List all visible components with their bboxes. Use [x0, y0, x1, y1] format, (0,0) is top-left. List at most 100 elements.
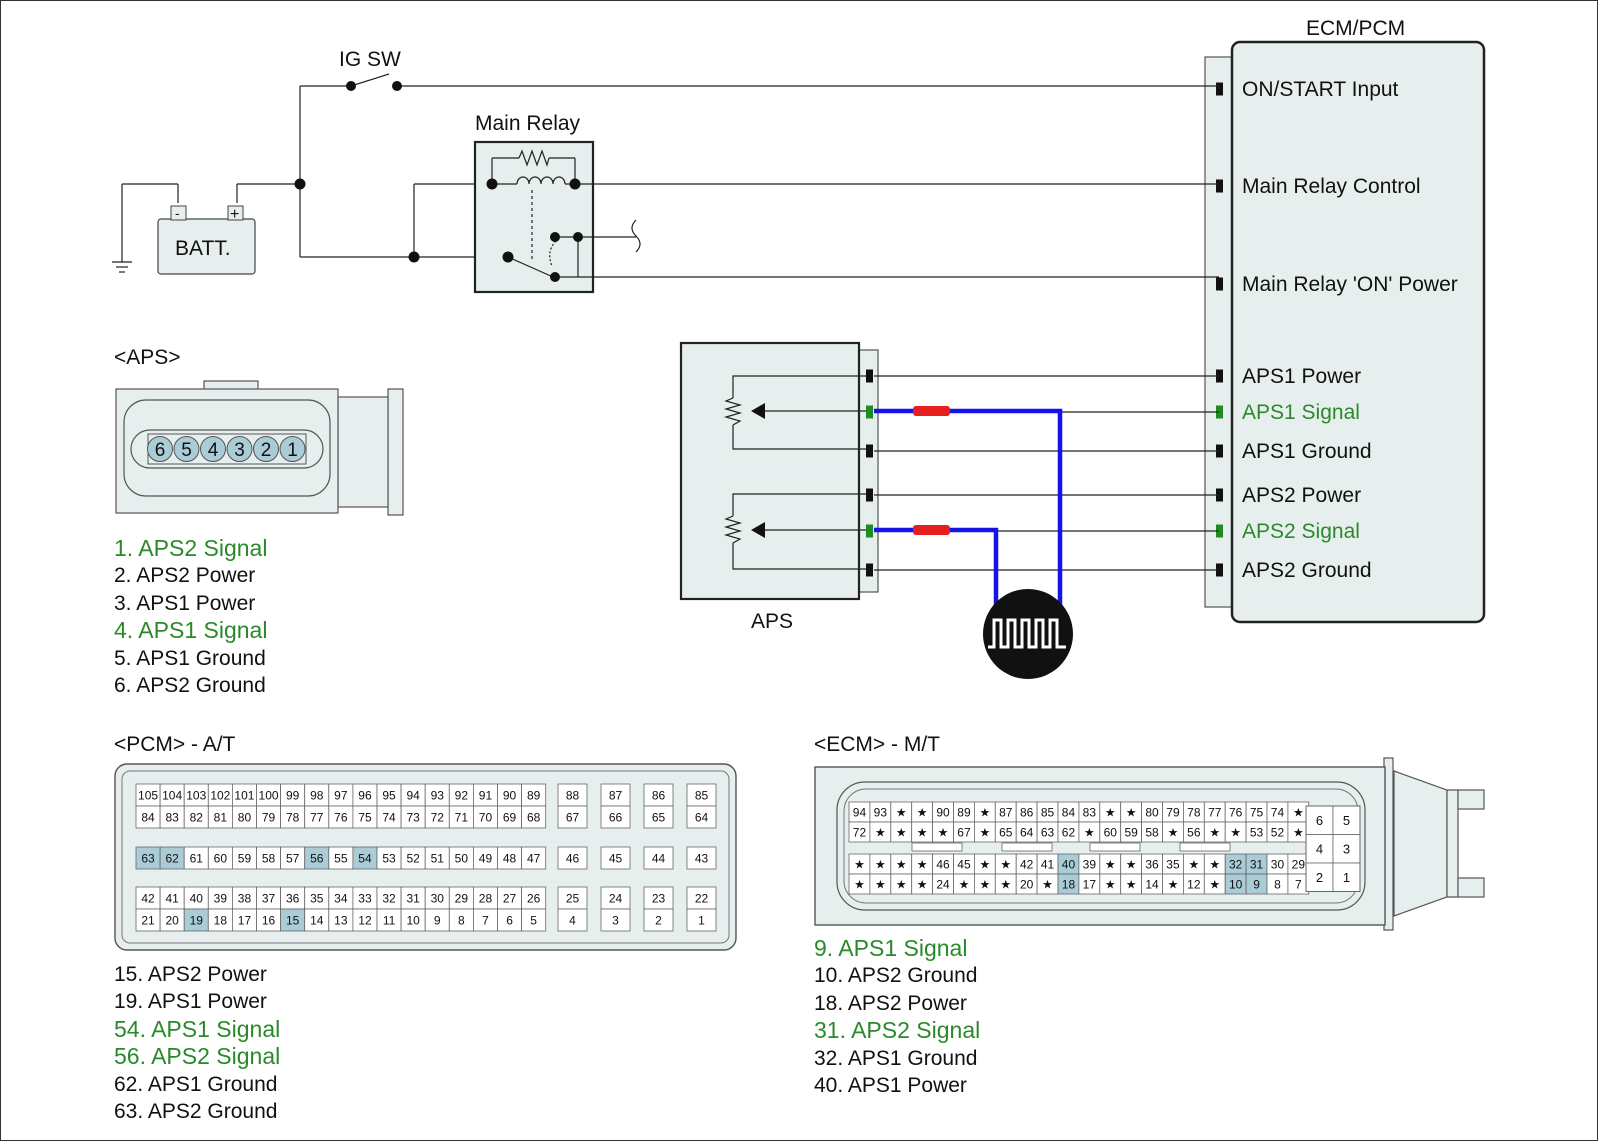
connector-pin-number: ★: [896, 825, 907, 839]
connector-pin-number: 73: [406, 810, 420, 824]
connector-pin-number: 48: [503, 851, 517, 865]
connector-pin-number: 29: [1292, 857, 1306, 871]
ecm-pin-label: APS2 Signal: [1242, 520, 1360, 543]
connector-pin-number: 10: [1229, 877, 1243, 891]
connector-pin-number: 24: [609, 891, 623, 905]
connector-pin-number: 23: [652, 891, 666, 905]
connector-pin-number: 19: [190, 913, 204, 927]
ecm-pin-label: ON/START Input: [1242, 78, 1399, 101]
pin-list-item: 19. APS1 Power: [114, 990, 267, 1014]
connector-pin-number: 39: [214, 891, 228, 905]
connector-pin-number: 71: [455, 810, 469, 824]
connector-pin-cell: [521, 846, 547, 870]
connector-pin-number: 82: [190, 810, 204, 824]
connector-key-tab: [1001, 842, 1053, 852]
aps-sensor-label: APS: [751, 610, 793, 633]
connector-pin-number: 4: [1316, 841, 1323, 856]
ecm-pin-terminal: [1216, 563, 1223, 577]
connector-pin-number: ★: [917, 825, 928, 839]
connector-pin-number: ★: [1042, 877, 1053, 891]
connector-pin-number: 80: [238, 810, 252, 824]
connector-pin-number: 21: [141, 913, 155, 927]
ecm-pin-label: Main Relay Control: [1242, 175, 1421, 198]
connector-pin-number: 31: [1250, 857, 1264, 871]
pin-list-item: 1. APS2 Signal: [114, 535, 268, 561]
ecm-pin-terminal: [1216, 82, 1223, 96]
connector-pin-number: 17: [238, 913, 252, 927]
connector-pin-number: 86: [652, 788, 666, 802]
connector-pin-number: 84: [1062, 805, 1076, 819]
connector-pin-number: 46: [936, 857, 950, 871]
connector-pin-number: ★: [1105, 805, 1116, 819]
connector-pin-number: 9: [434, 913, 441, 927]
connector-pin-number: 97: [334, 788, 348, 802]
connector-pin-number: 45: [609, 851, 623, 865]
connector-pin-cell: [557, 805, 588, 829]
connector-pin-number: 41: [1041, 857, 1055, 871]
connector-pin-number: 93: [874, 805, 888, 819]
connector-pin-number: 32: [1229, 857, 1243, 871]
ecm-pcm-box: [1230, 40, 1486, 624]
ecm-pin-terminal: [1216, 524, 1223, 538]
connector-pin-number: 15: [286, 913, 300, 927]
connector-pin-number: 59: [238, 851, 252, 865]
connector-pin-number: 65: [999, 825, 1013, 839]
aps1-potentiometer-icon: [723, 397, 743, 426]
connector-pin-number: 9: [1253, 877, 1260, 891]
minus-sign: -: [175, 205, 180, 221]
aps-connector-title: <APS>: [114, 346, 181, 369]
connector-pin-cell: [557, 846, 588, 870]
connector-key-tab: [1179, 842, 1231, 852]
connector-pin-number: ★: [979, 877, 990, 891]
connector-pin-number: 93: [431, 788, 445, 802]
connector-pin-cell: [521, 908, 547, 932]
pin-list-item: 5. APS1 Ground: [114, 646, 266, 670]
pcm-connector-title: <PCM> - A/T: [114, 733, 236, 756]
connector-pin-number: ★: [896, 805, 907, 819]
connector-pin-number: 90: [503, 788, 517, 802]
connector-pin-cell: [600, 908, 631, 932]
connector-pin-number: ★: [1188, 857, 1199, 871]
connector-pin-number: 2: [655, 913, 662, 927]
connector-pin-number: 50: [455, 851, 469, 865]
connector-pin-number: 6: [1316, 813, 1323, 828]
connector-pin-number: ★: [1168, 825, 1179, 839]
connector-pin-number: ★: [1084, 825, 1095, 839]
connector-key-tab: [1089, 842, 1141, 852]
ecm-pin-terminal: [1216, 444, 1223, 458]
connector-pin-number: 58: [262, 851, 276, 865]
connector-pin-number: 17: [1083, 877, 1097, 891]
connector-pin-cell: [1305, 834, 1334, 864]
connector-pin-cell: [643, 846, 674, 870]
connector-pin-number: 98: [310, 788, 324, 802]
aps-pin-terminal: [866, 405, 873, 419]
aps-pin-terminal: [866, 524, 873, 538]
ecm-pin-label: APS1 Power: [1242, 365, 1361, 388]
connector-pin-number: 28: [479, 891, 493, 905]
aps-connector-pin-number: 5: [181, 440, 192, 461]
connector-pin-number: 70: [479, 810, 493, 824]
connector-pin-number: ★: [854, 857, 865, 871]
aps-pin-terminal: [866, 488, 873, 502]
connector-pin-cell: [521, 805, 547, 829]
connector-pin-number: ★: [1293, 805, 1304, 819]
battery-minus-terminal: [170, 205, 187, 221]
connector-pin-number: 12: [1187, 877, 1201, 891]
connector-pin-number: 41: [165, 891, 179, 905]
connector-pin-number: 29: [455, 891, 469, 905]
connector-pin-number: 40: [1062, 857, 1076, 871]
connector-pin-number: 2: [1316, 870, 1323, 885]
connector-pin-number: 20: [1020, 877, 1034, 891]
pin-list-item: 62. APS1 Ground: [114, 1072, 278, 1096]
connector-pin-number: 72: [431, 810, 445, 824]
pcm-connector-inner: [121, 770, 730, 944]
connector-pin-number: 31: [406, 891, 420, 905]
aps-pin-strip: [858, 349, 879, 593]
connector-pin-number: ★: [1126, 857, 1137, 871]
connector-pin-number: 68: [527, 810, 541, 824]
